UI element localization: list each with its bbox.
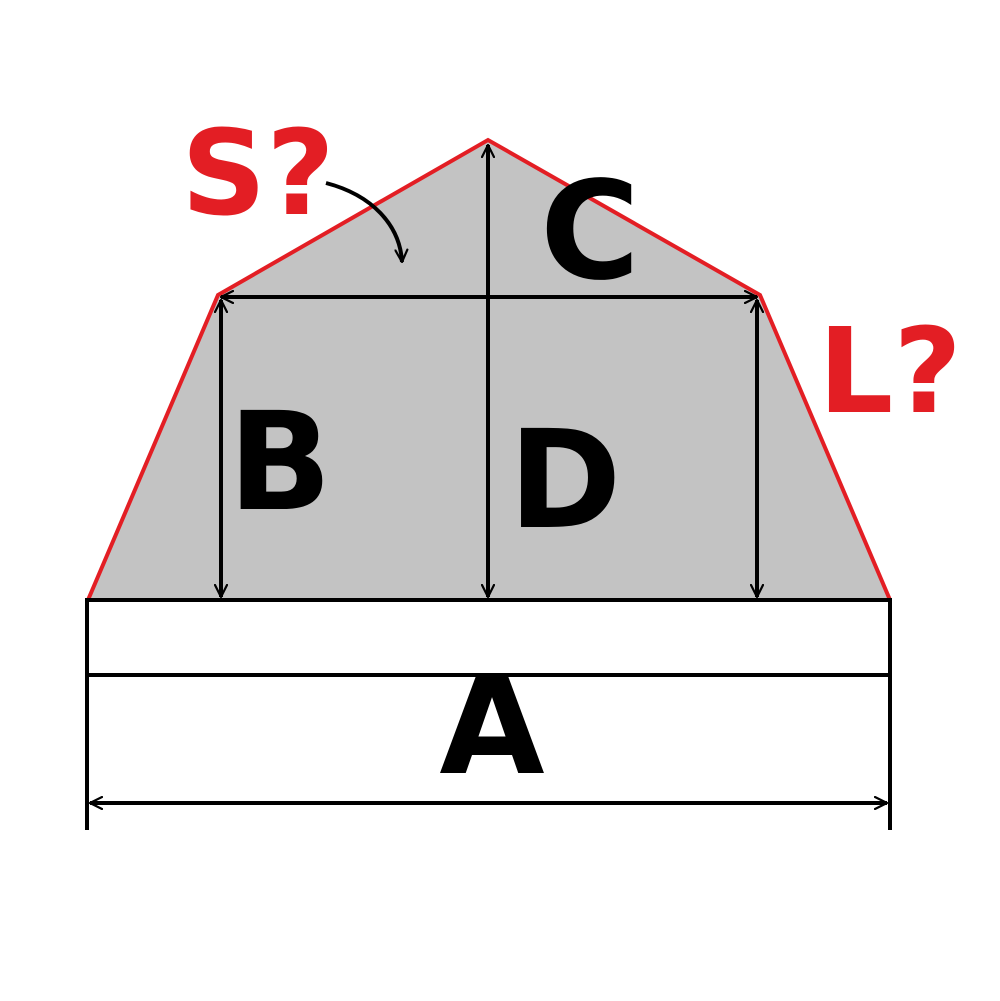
s-pointer-arrow — [325, 181, 402, 262]
label-l-question: L? — [818, 302, 962, 440]
label-b: B — [228, 384, 332, 542]
label-a: A — [439, 648, 544, 806]
base-rectangle — [85, 598, 892, 677]
label-s-question: S? — [181, 104, 334, 242]
label-c: C — [540, 153, 640, 311]
label-d: D — [509, 402, 622, 560]
roof-outline — [86, 137, 892, 601]
